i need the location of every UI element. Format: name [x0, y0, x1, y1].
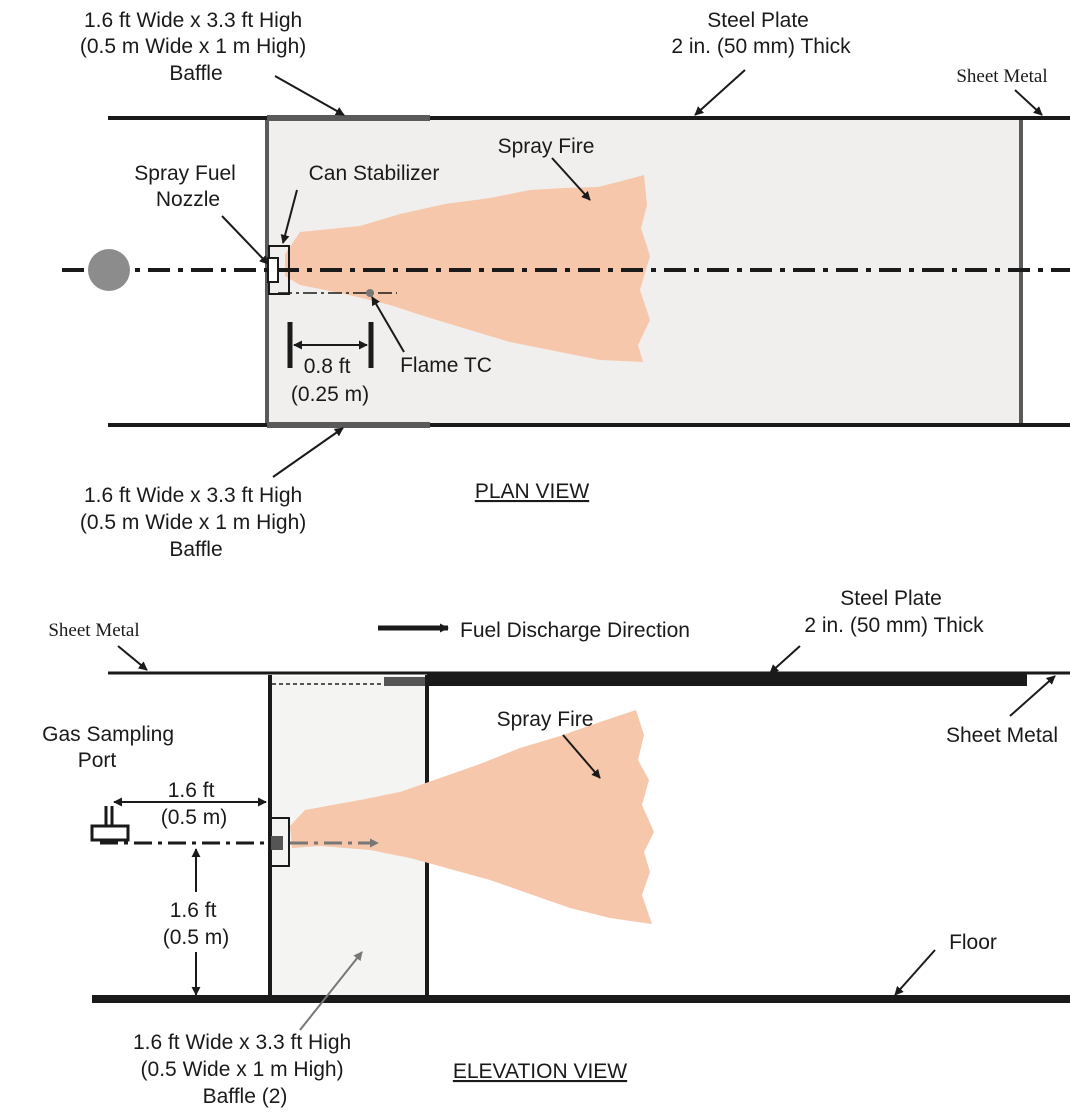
baffle-top-line3: Baffle: [169, 62, 222, 85]
elevation-baffle-top-block: [384, 677, 426, 686]
baffle-bottom-line3: Baffle: [169, 538, 222, 561]
elevation-spray-fire: [290, 710, 654, 924]
leader-spray-fire-elev: [562, 734, 601, 779]
leader-can-stabilizer: [280, 189, 298, 244]
spray-fuel-nozzle-label: Spray Fuel Nozzle: [134, 162, 241, 211]
baffle-bottom-line1: 1.6 ft Wide x 3.3 ft High: [84, 484, 302, 507]
plan-view-title: PLAN VIEW: [475, 480, 590, 503]
baffle-elev-line1: 1.6 ft Wide x 3.3 ft High: [133, 1031, 351, 1054]
leader-baffle-elev: [299, 951, 363, 1031]
sheet-metal-right-label: Sheet Metal: [946, 724, 1058, 747]
floor-label: Floor: [949, 931, 997, 954]
leader-sheet-metal-right: [1009, 675, 1056, 717]
leader-steel-plate-top: [694, 69, 746, 116]
steel-plate-elev-line1: Steel Plate: [840, 587, 942, 610]
leader-steel-plate-elev: [769, 645, 801, 674]
horizontal-distance-label: 1.6 ft (0.5 m): [161, 779, 228, 829]
can-stabilizer-label: Can Stabilizer: [309, 162, 440, 185]
h-dist-line2: (0.5 m): [161, 806, 228, 829]
leader-nozzle: [221, 215, 269, 265]
baffle-elev-label: 1.6 ft Wide x 3.3 ft High (0.5 Wide x 1 …: [133, 1031, 357, 1108]
elevation-view: Sheet Metal Fuel Discharge Direction Ste…: [42, 587, 1070, 1108]
steel-plate-top-label: Steel Plate 2 in. (50 mm) Thick: [671, 9, 851, 58]
v-dist-line2: (0.5 m): [163, 926, 230, 949]
leader-spray-fire: [551, 157, 591, 201]
sheet-metal-top-label: Sheet Metal: [956, 66, 1047, 87]
elevation-nozzle-block: [271, 836, 283, 850]
spray-fire-plan-label: Spray Fire: [498, 135, 595, 158]
vertical-distance-label: 1.6 ft (0.5 m): [163, 899, 230, 949]
nozzle-line2: Nozzle: [156, 188, 220, 211]
gas-sampling-port: [90, 806, 130, 842]
baffle-top-line1: 1.6 ft Wide x 3.3 ft High: [84, 9, 302, 32]
leader-floor: [894, 949, 936, 996]
tc-distance-label: 0.8 ft (0.25 m): [291, 355, 369, 406]
leader-baffle-top: [274, 75, 345, 116]
gas-port-line2: Port: [78, 749, 117, 772]
steel-plate-elev-label: Steel Plate 2 in. (50 mm) Thick: [804, 587, 984, 637]
leader-sheet-metal-top: [1014, 89, 1043, 116]
gas-sampling-port-label: Gas Sampling Port: [42, 723, 180, 772]
tc-distance-line1: 0.8 ft: [304, 355, 351, 378]
nozzle-line1: Spray Fuel: [134, 162, 236, 185]
tc-distance-line2: (0.25 m): [291, 383, 369, 406]
spray-fuel-nozzle-mark: [267, 257, 279, 283]
steel-plate-elev-line2: 2 in. (50 mm) Thick: [804, 614, 984, 637]
h-dist-line1: 1.6 ft: [168, 779, 215, 802]
baffle-bottom-line2: (0.5 m Wide x 1 m High): [80, 511, 306, 534]
elevation-steel-plate: [427, 673, 1027, 686]
nozzle-ball: [88, 249, 130, 291]
v-dist-line1: 1.6 ft: [170, 899, 217, 922]
steel-plate-top-line2: 2 in. (50 mm) Thick: [671, 35, 851, 58]
gas-port-line1: Gas Sampling: [42, 723, 174, 746]
leader-flame-tc: [371, 296, 405, 353]
leader-baffle-bottom: [272, 427, 344, 478]
sheet-metal-left-label: Sheet Metal: [48, 620, 139, 641]
elevation-view-title: ELEVATION VIEW: [453, 1060, 627, 1083]
baffle-elev-line3: Baffle (2): [203, 1085, 288, 1108]
baffle-top-line2: (0.5 m Wide x 1 m High): [80, 35, 306, 58]
flame-tc-label: Flame TC: [400, 354, 492, 377]
leader-sheet-metal-left: [117, 645, 148, 671]
baffle-top-label: 1.6 ft Wide x 3.3 ft High (0.5 m Wide x …: [80, 9, 312, 85]
flame-tc-dot: [366, 289, 374, 297]
plan-view: 1.6 ft Wide x 3.3 ft High (0.5 m Wide x …: [62, 9, 1070, 561]
spray-fire-elev-label: Spray Fire: [497, 708, 594, 731]
fuel-discharge-label: Fuel Discharge Direction: [460, 619, 690, 642]
steel-plate-top-line1: Steel Plate: [707, 9, 809, 32]
baffle-bottom-label: 1.6 ft Wide x 3.3 ft High (0.5 m Wide x …: [80, 484, 312, 561]
baffle-elev-line2: (0.5 Wide x 1 m High): [141, 1058, 344, 1081]
